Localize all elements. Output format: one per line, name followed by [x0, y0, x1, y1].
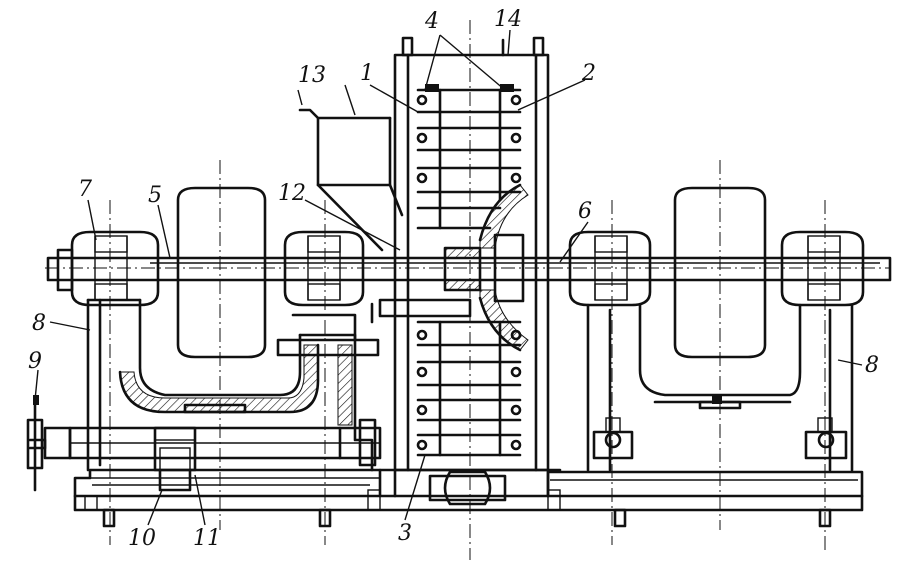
lower-shaft-assembly — [26, 395, 382, 492]
label-12: 12 — [278, 181, 306, 206]
label-9: 9 — [28, 349, 42, 374]
label-11: 11 — [193, 526, 221, 551]
label-2: 2 — [581, 61, 596, 86]
label-7: 7 — [78, 177, 92, 202]
label-8-right: 8 — [865, 353, 879, 378]
label-14: 14 — [494, 7, 522, 32]
roller-left — [176, 186, 267, 359]
central-frame — [378, 36, 562, 506]
label-1: 1 — [360, 61, 374, 86]
right-pedestal-housing — [586, 303, 854, 472]
label-10: 10 — [128, 526, 156, 551]
base-frame — [73, 468, 864, 512]
shift-lever — [370, 298, 472, 324]
plate-stack — [416, 84, 522, 457]
central-hub — [443, 183, 529, 352]
bearing-left-outer — [56, 230, 160, 307]
main-shaft — [46, 256, 892, 282]
bearing-left-inner — [283, 230, 365, 307]
left-pedestal-housing — [86, 298, 380, 472]
label-8-left: 8 — [32, 311, 46, 336]
leader-lines — [34, 29, 863, 526]
bearing-right-outer — [780, 230, 865, 307]
label-13: 13 — [298, 63, 326, 88]
label-3: 3 — [398, 521, 412, 546]
foot-bolts — [102, 508, 832, 528]
label-6: 6 — [578, 199, 592, 224]
roller-right — [673, 186, 767, 359]
part-labels: 1 2 3 4 5 6 7 8 8 9 10 11 12 13 14 — [28, 7, 879, 551]
hopper — [297, 89, 404, 252]
label-4: 4 — [424, 9, 439, 34]
label-5: 5 — [148, 183, 162, 208]
